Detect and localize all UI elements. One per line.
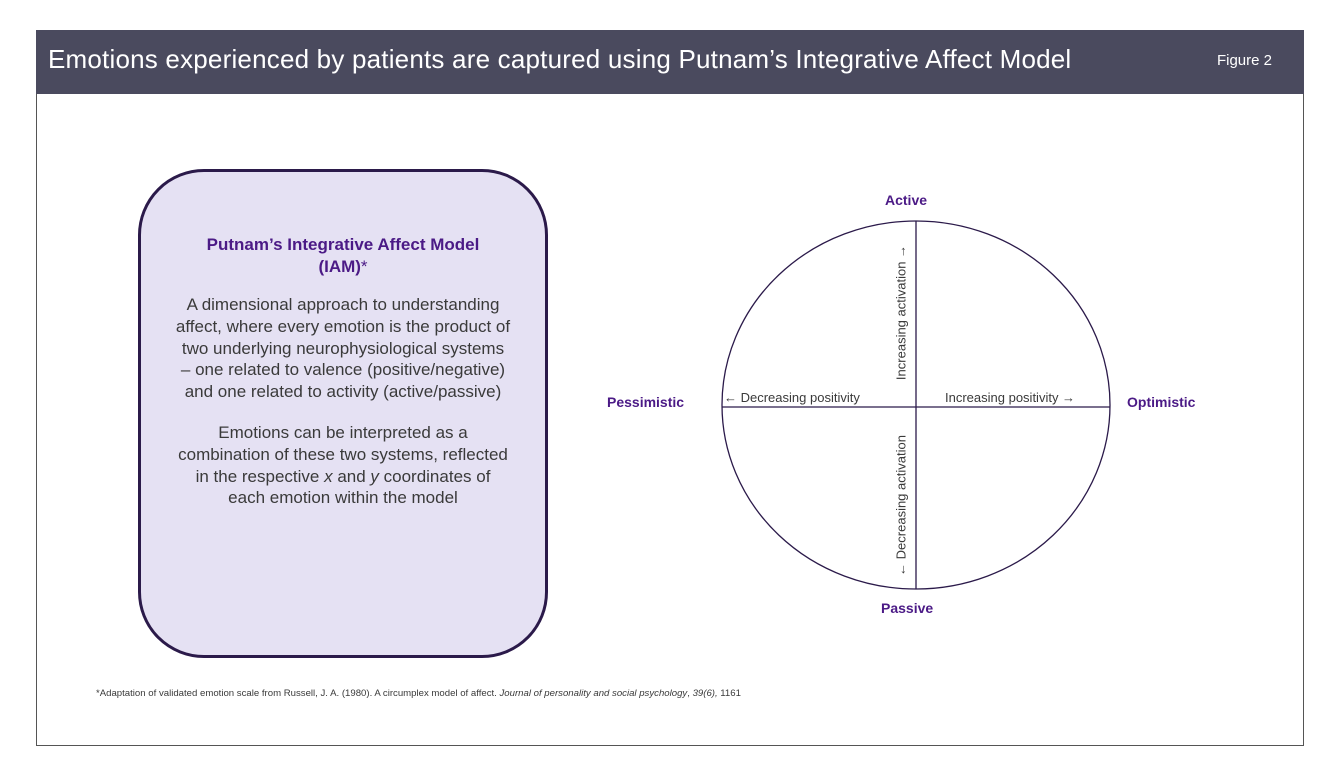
footnote-volume: 39(6), bbox=[692, 688, 718, 699]
pole-passive: Passive bbox=[881, 600, 934, 616]
model-title-footnote-mark: * bbox=[360, 257, 368, 276]
pole-optimistic: Optimistic bbox=[1127, 394, 1196, 410]
footnote: *Adaptation of validated emotion scale f… bbox=[96, 688, 741, 699]
pole-active: Active bbox=[885, 192, 928, 208]
model-description-paragraph: A dimensional approach to understanding … bbox=[175, 295, 511, 402]
model-interpretation-paragraph: Emotions can be interpreted as a combina… bbox=[175, 422, 511, 509]
footnote-pages: 1161 bbox=[717, 688, 741, 699]
model-title-text: Putnam’s Integrative Affect Model (IAM) bbox=[206, 235, 480, 276]
pole-pessimistic: Pessimistic bbox=[607, 394, 685, 410]
footnote-separator: , bbox=[687, 688, 693, 699]
x-variable: x bbox=[324, 466, 333, 486]
interpretation-text-start: Emotions can be interpreted as a combina… bbox=[178, 422, 508, 486]
label-decreasing-positivity: ← Decreasing positivity bbox=[724, 390, 860, 405]
model-title: Putnam’s Integrative Affect Model (IAM)* bbox=[197, 234, 489, 278]
label-decreasing-activation: ← Decreasing activation bbox=[893, 435, 909, 576]
label-increasing-activation: Increasing activation → bbox=[893, 244, 909, 381]
model-description-box: Putnam’s Integrative Affect Model (IAM)*… bbox=[138, 169, 548, 658]
interpretation-text-end: coordinates of each emotion within the m… bbox=[228, 466, 491, 508]
slide-header: Emotions experienced by patients are cap… bbox=[36, 30, 1304, 94]
interpretation-text-and: and bbox=[332, 466, 371, 486]
figure-label: Figure 2 bbox=[1216, 52, 1272, 69]
label-increasing-positivity: Increasing positivity → bbox=[945, 390, 1076, 405]
slide-title: Emotions experienced by patients are cap… bbox=[48, 44, 1072, 74]
y-variable: y bbox=[370, 466, 379, 486]
footnote-journal: Journal of personality and social psycho… bbox=[499, 688, 688, 699]
footnote-text: *Adaptation of validated emotion scale f… bbox=[96, 688, 500, 699]
